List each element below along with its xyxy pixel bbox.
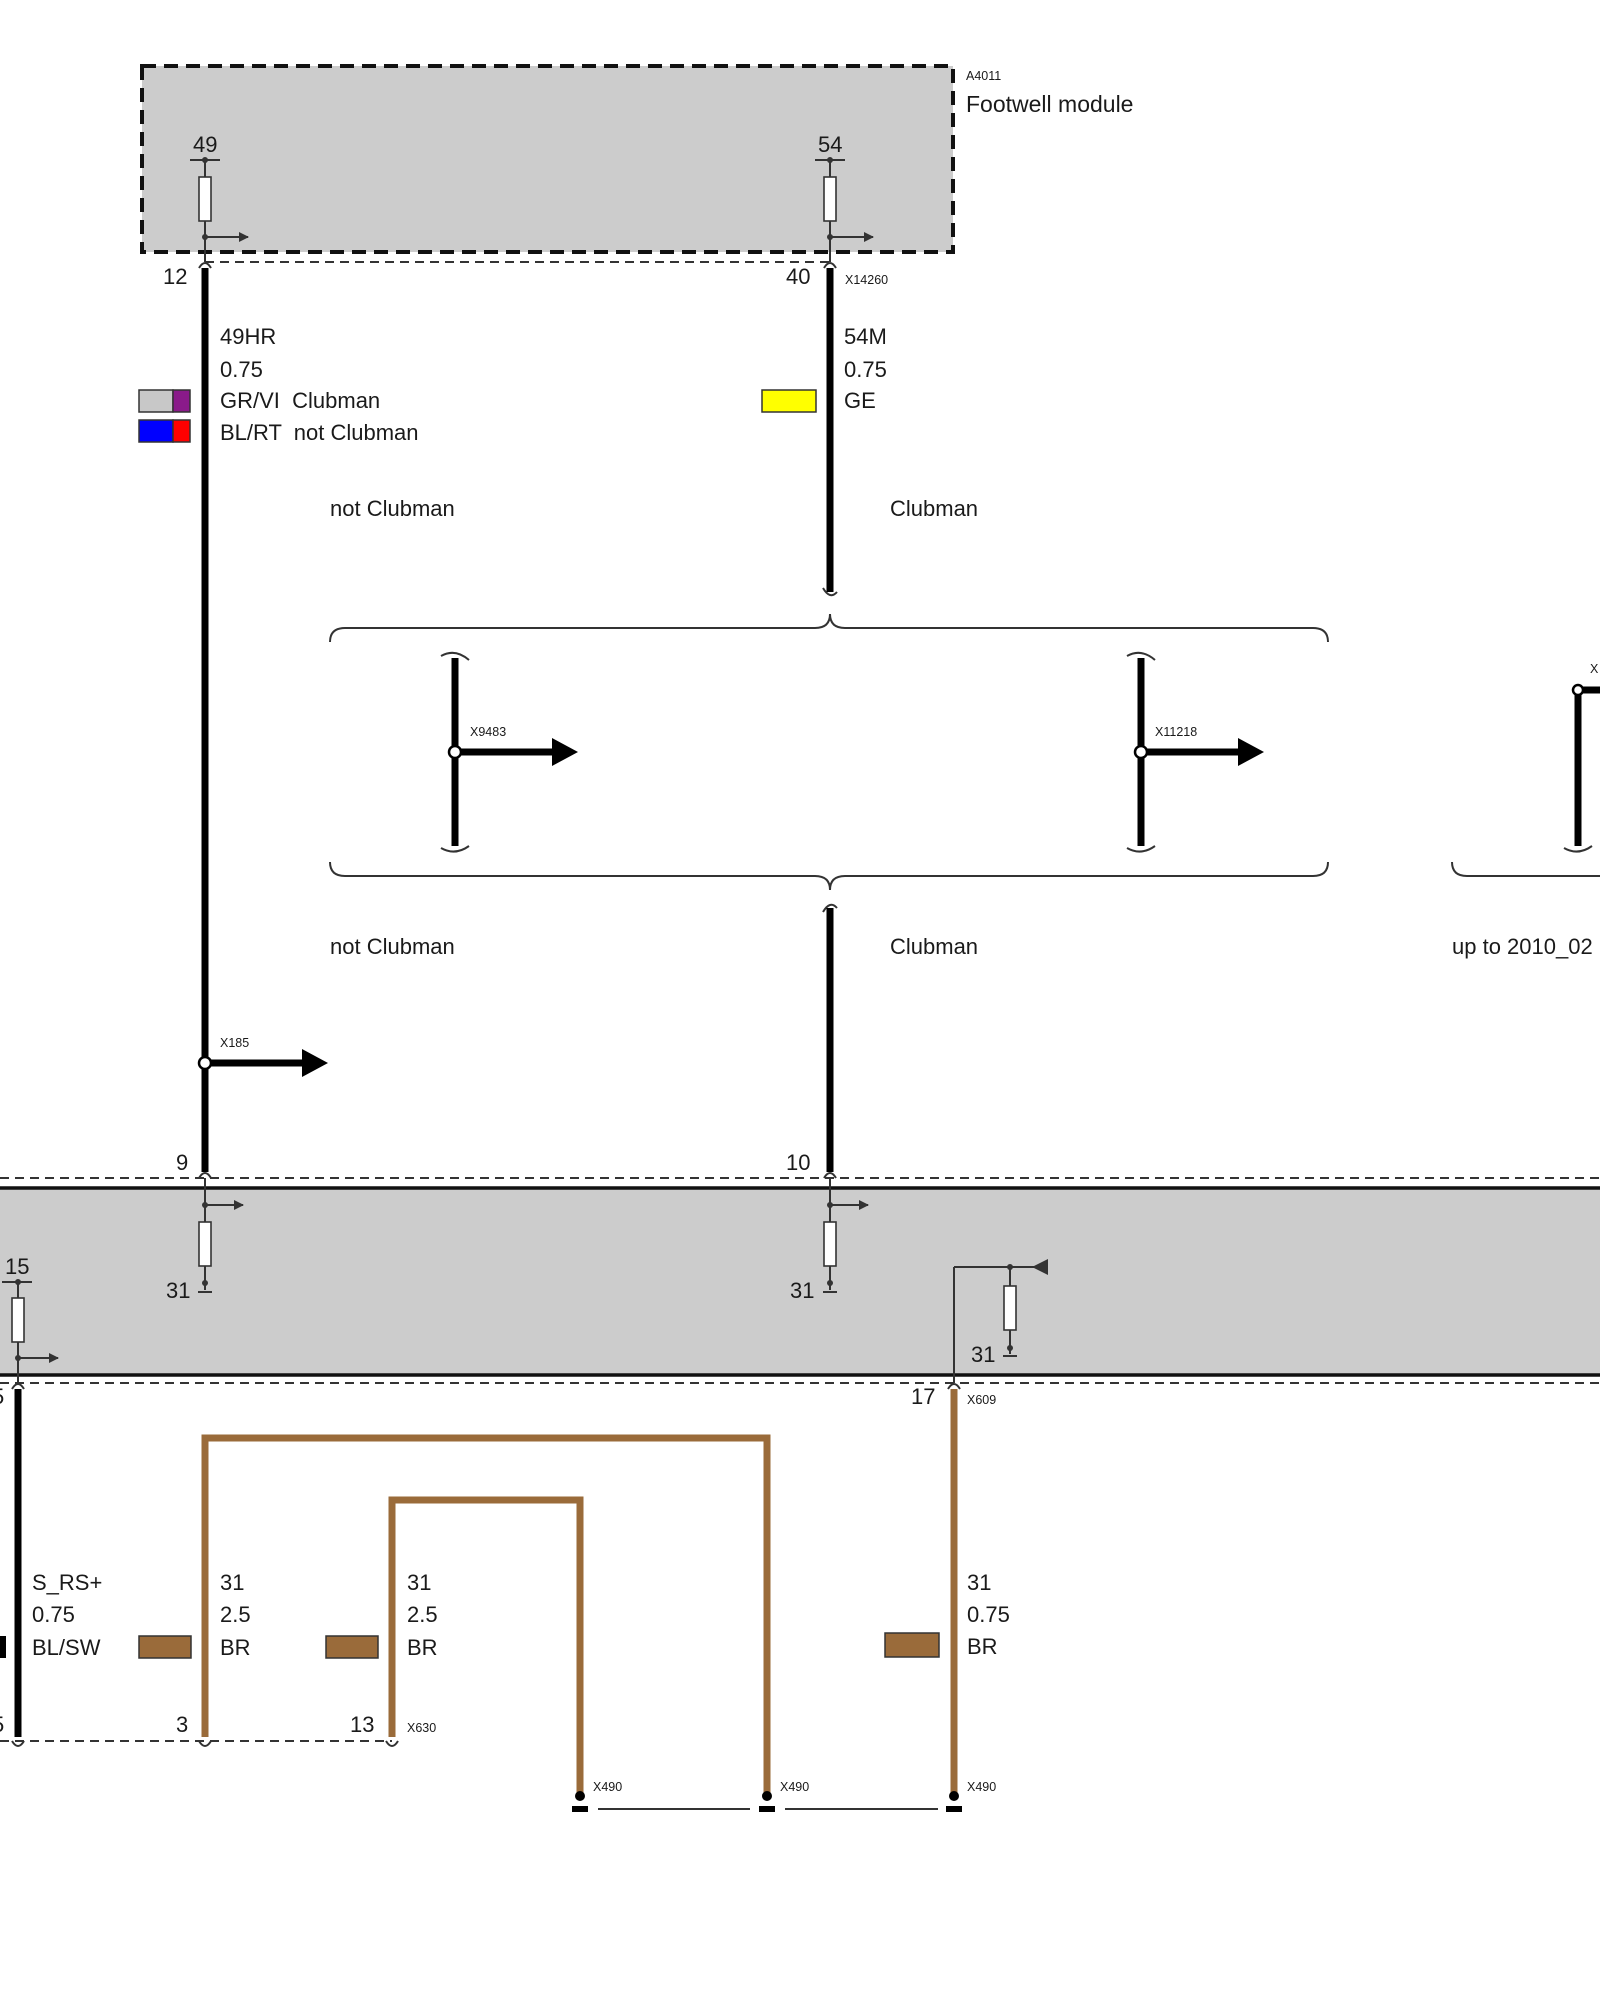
wire-br-3-size: 0.75 [967,1602,1010,1627]
pin-54-label: 54 [818,132,842,157]
splice-cut-off-label: X [1590,662,1599,676]
wire-49hr-color-1: GR/VI Clubman [220,388,380,413]
resistor-17 [1003,1285,1017,1331]
swatch-brown-1 [138,1635,192,1659]
wire-54m-lower [822,903,838,1172]
pin-12-label: 12 [163,264,187,289]
splice-x185: X185 [197,1036,328,1077]
wire-srs-signal: S_RS+ [32,1570,102,1595]
variant-label-far-right: up to 2010_02 [1452,934,1593,959]
footwell-module-name: Footwell module [966,91,1133,117]
wire-br-2-size: 2.5 [407,1602,438,1627]
connector-x14260-code: X14260 [845,273,888,287]
pin-40-label: 40 [786,264,810,289]
arrow-x9483 [552,738,578,766]
variant-label-upper-right: Clubman [890,496,978,521]
ground-31-right: 31 [790,1278,814,1303]
ground-31-far: 31 [971,1342,995,1367]
resistor-49 [198,176,212,222]
splice-x11218-label: X11218 [1155,725,1197,739]
brace-bottom [329,861,1329,891]
pin-17-label: 17 [911,1384,935,1409]
resistor-10 [823,1221,837,1267]
lower-module-box [0,1188,1600,1375]
swatch-gray [138,389,174,413]
wire-srs-size: 0.75 [32,1602,75,1627]
swatch-brown-3 [884,1632,940,1658]
wire-54m-color: GE [844,388,876,413]
swatch-srs-cut [0,1636,6,1658]
variant-label-lower-left: not Clubman [330,934,455,959]
wire-srs-color: BL/SW [32,1635,101,1660]
wire-br-1-color: BR [220,1635,251,1660]
wire-br-2: 31 2.5 BR [325,1496,584,1795]
wire-54m-size: 0.75 [844,357,887,382]
wire-br-2-color: BR [407,1635,438,1660]
pin-3-label: 3 [176,1712,188,1737]
arrow-left-17 [1032,1259,1048,1275]
arrow-x11218 [1238,738,1264,766]
pin-13-label: 13 [350,1712,374,1737]
wire-49hr: 49HR 0.75 GR/VI Clubman BL/RT not Clubma… [138,268,419,1172]
swatch-violet [172,389,191,413]
pin-5-bottom-label: 5 [0,1712,4,1737]
wire-br-3-signal: 31 [967,1570,991,1595]
swatch-yellow [761,389,817,413]
wire-srs: S_RS+ 0.75 BL/SW [0,1389,102,1737]
footwell-module: A4011 Footwell module 49 54 [140,64,1133,262]
ground-x490-3: X490 [967,1780,996,1794]
wire-br-1: 31 2.5 BR [138,1434,771,1795]
splice-x185-label: X185 [220,1036,249,1050]
swatch-blue [138,419,174,443]
pin-5-cut-label: 5 [0,1384,4,1409]
wire-br-3: 31 0.75 BR [884,1389,1010,1795]
arrow-x185 [302,1049,328,1077]
connector-x14260: 12 40 X14260 [163,261,888,289]
wire-54m-signal: 54M [844,324,887,349]
wire-54m: 54M 0.75 GE [761,268,887,597]
connector-x609-label: X609 [967,1393,996,1407]
brace-top [329,613,1329,643]
pin-15-label: 15 [5,1254,29,1279]
pin-10-label: 10 [786,1150,810,1175]
wire-49hr-signal: 49HR [220,324,276,349]
variant-label-upper-left: not Clubman [330,496,455,521]
footwell-module-code: A4011 [966,69,1001,83]
ground-x490-1: X490 [593,1780,622,1794]
ground-31-left: 31 [166,1278,190,1303]
pin-49-label: 49 [193,132,217,157]
resistor-9 [198,1221,212,1267]
pin-9-label: 9 [176,1150,188,1175]
lower-module: 9 10 31 31 31 15 [0,1150,1600,1409]
splice-x11218: X11218 [1126,651,1264,853]
wire-br-1-signal: 31 [220,1570,244,1595]
connector-x630: 5 3 13 X630 [0,1712,436,1747]
variant-label-lower-right: Clubman [890,934,978,959]
wire-49hr-size: 0.75 [220,357,263,382]
resistor-54 [823,176,837,222]
variant-brace-block: X9483 X11218 [329,613,1329,891]
wire-49hr-color-2: BL/RT not Clubman [220,420,419,445]
swatch-red [172,419,191,443]
ground-bus-x490: X490 X490 X490 [572,1780,996,1812]
wire-br-2-signal: 31 [407,1570,431,1595]
connector-x630-code: X630 [407,1721,436,1735]
variant-block-cut-off: X [1451,662,1600,877]
ground-x490-2: X490 [780,1780,809,1794]
swatch-brown-2 [325,1635,379,1659]
wire-br-3-color: BR [967,1634,998,1659]
splice-x9483-label: X9483 [470,725,506,739]
wire-br-1-size: 2.5 [220,1602,251,1627]
splice-x9483: X9483 [440,651,578,853]
resistor-15 [11,1297,25,1343]
